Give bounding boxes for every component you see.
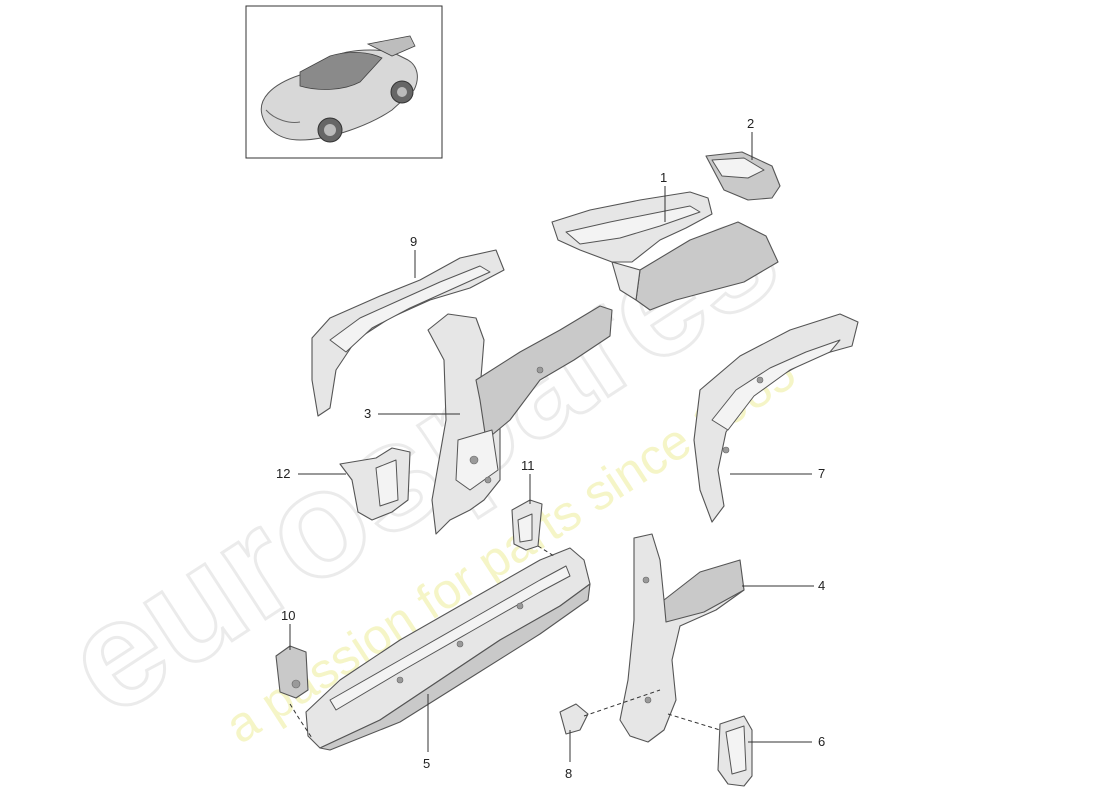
- part-2[interactable]: [705, 151, 781, 201]
- callout-7: 7: [818, 466, 825, 481]
- part-3[interactable]: [427, 305, 613, 535]
- callout-6: 6: [818, 734, 825, 749]
- car-icon: [260, 35, 418, 143]
- part-12[interactable]: [339, 447, 411, 521]
- callout-5: 5: [423, 756, 430, 771]
- part-5[interactable]: [305, 547, 591, 751]
- part-7[interactable]: [693, 313, 859, 523]
- part-4[interactable]: [619, 533, 745, 743]
- callout-8: 8: [565, 766, 572, 781]
- callout-11: 11: [521, 458, 535, 473]
- part-8[interactable]: [559, 703, 589, 735]
- callouts: 1 2 3 4 5 6 7 8 9 10 11 12: [276, 116, 825, 781]
- part-1[interactable]: [551, 191, 779, 311]
- callout-4: 4: [818, 578, 825, 593]
- part-11[interactable]: [511, 499, 543, 551]
- callout-10: 10: [281, 608, 295, 623]
- thumbnail: [245, 5, 443, 159]
- leader-lines: [289, 132, 814, 762]
- callout-2: 2: [747, 116, 754, 131]
- part-9[interactable]: [311, 249, 505, 417]
- callout-1: 1: [660, 170, 667, 185]
- part-6[interactable]: [717, 715, 753, 787]
- assembly-lines: [289, 545, 721, 739]
- part-10[interactable]: [275, 645, 309, 699]
- callout-12: 12: [276, 466, 290, 481]
- callout-9: 9: [410, 234, 417, 249]
- callout-3: 3: [364, 406, 371, 421]
